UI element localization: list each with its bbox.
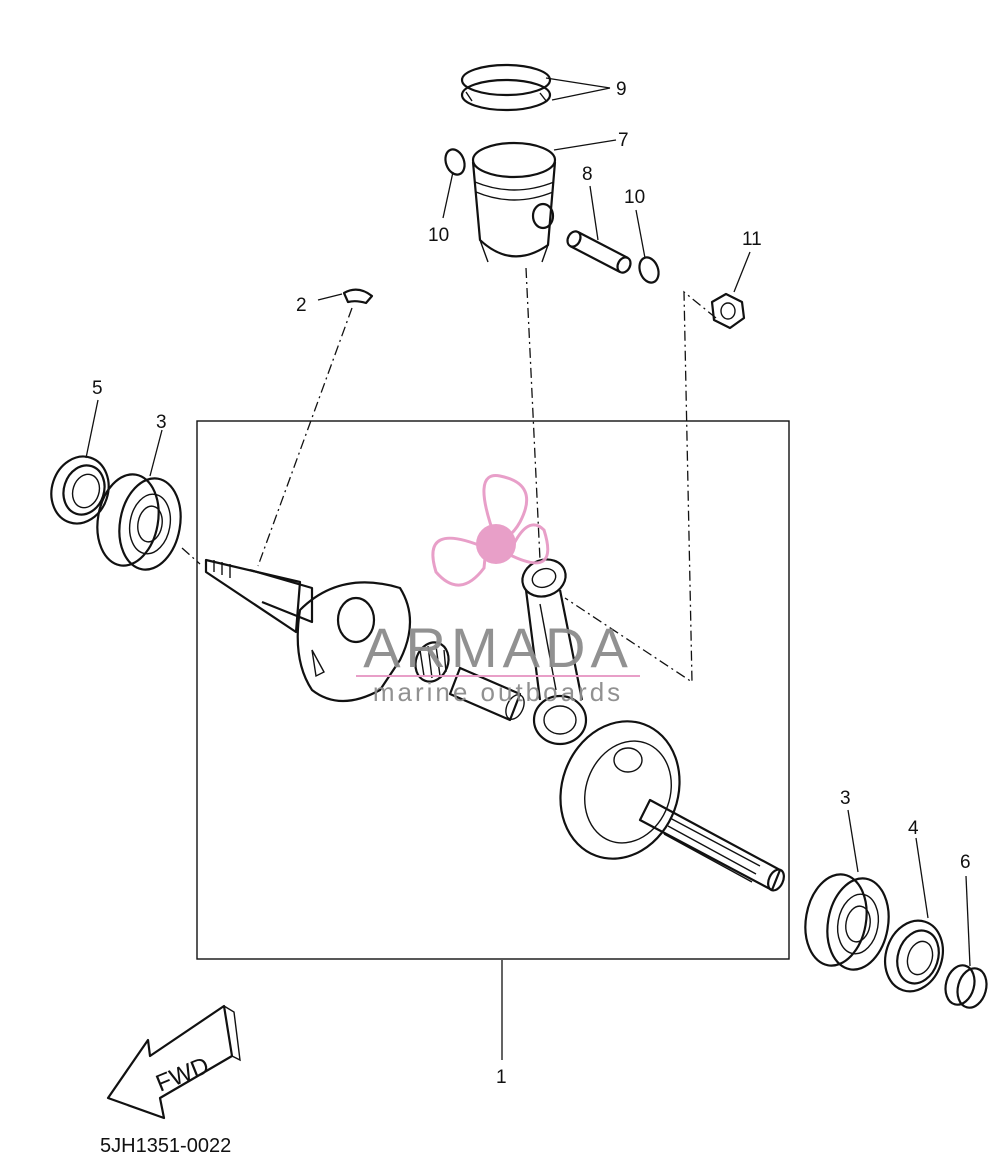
drawing-code: 5JH1351-0022 — [100, 1135, 231, 1157]
callout-oil-seal-right: 4 — [908, 818, 919, 839]
oil-seal-left — [50, 455, 110, 525]
propeller-logo-icon — [431, 474, 550, 587]
piston-rings — [460, 63, 552, 112]
crankshaft-assembly-frame — [196, 420, 790, 960]
callout-woodruff-key: 2 — [296, 295, 307, 316]
leader-lines — [85, 77, 971, 1060]
watermark-brand: ARMADA — [363, 616, 633, 679]
callout-bearing-left: 3 — [156, 412, 167, 433]
collar — [944, 964, 988, 1009]
circlip-left — [444, 148, 466, 176]
oil-seal-right — [884, 919, 944, 993]
piston — [471, 141, 557, 263]
crank-web-right — [559, 720, 681, 860]
callout-piston-rings: 9 — [616, 79, 627, 100]
watermark: ARMADA marine outboards — [356, 474, 640, 707]
woodruff-key — [342, 288, 374, 305]
needle-bearing — [414, 641, 450, 683]
crankshaft-right-shaft — [638, 798, 785, 892]
forward-arrow: FWD — [106, 1004, 241, 1120]
watermark-tagline: marine outboards — [373, 677, 623, 707]
callout-piston-pin: 8 — [582, 164, 593, 185]
callout-crankshaft-assy: 1 — [496, 1067, 507, 1088]
crank-web-left — [296, 581, 411, 702]
callout-labels: 1 2 3 3 4 5 6 7 8 9 10 10 11 — [92, 79, 971, 1088]
assembly-center-lines — [181, 267, 717, 684]
callout-oil-seal-left: 5 — [92, 378, 103, 399]
callout-bearing-right: 3 — [840, 788, 851, 809]
fwd-label: FWD — [152, 1052, 213, 1098]
crankshaft-left-shaft — [204, 558, 314, 634]
bearing-left — [96, 473, 182, 571]
crank-pin — [448, 666, 525, 722]
nut — [710, 292, 746, 330]
callout-collar: 6 — [960, 852, 971, 873]
callout-circlip-right: 10 — [624, 187, 645, 208]
circlip-right — [638, 256, 660, 284]
bearing-right — [804, 873, 890, 971]
callout-circlip-left: 10 — [428, 225, 449, 246]
piston-pin — [566, 230, 632, 274]
callout-nut: 11 — [742, 229, 762, 250]
callout-piston: 7 — [618, 130, 629, 151]
connecting-rod — [521, 558, 588, 746]
